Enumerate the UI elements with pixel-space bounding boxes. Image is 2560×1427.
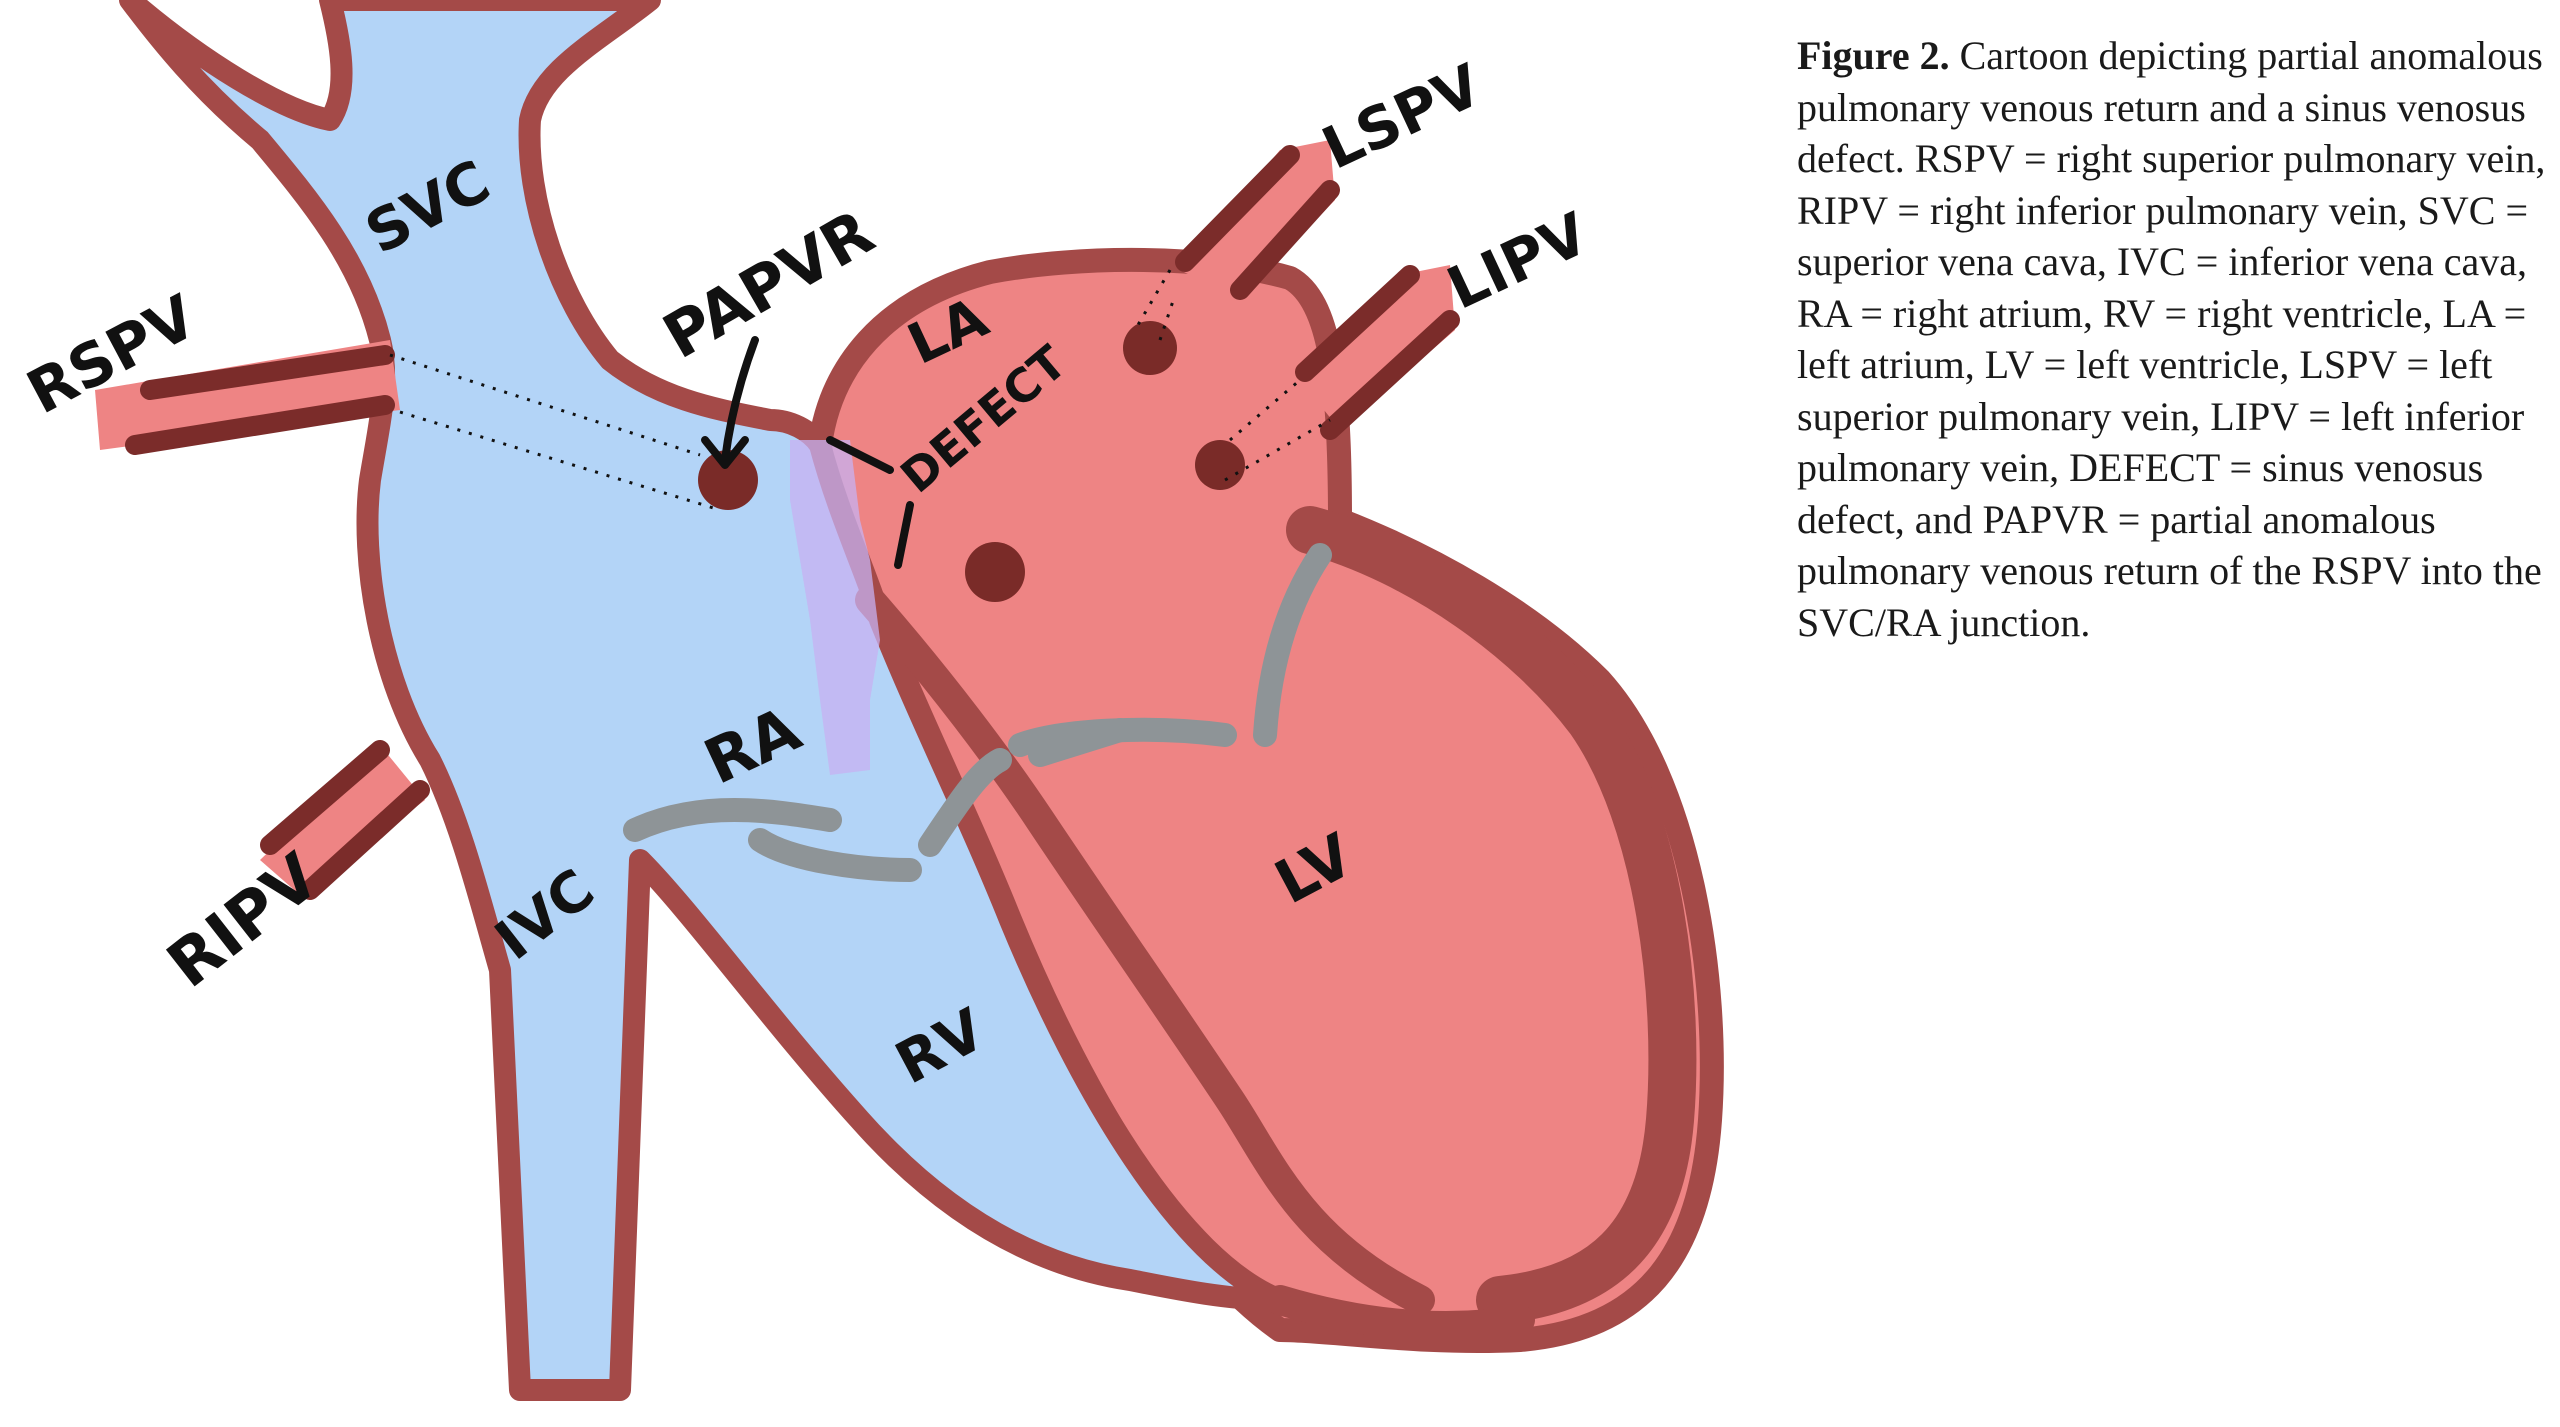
- caption-text: Cartoon depicting partial anomalous pulm…: [1797, 33, 2546, 645]
- la-ostium: [965, 542, 1025, 602]
- lv-wall: [1286, 506, 1697, 1324]
- caption-lead: Figure 2.: [1797, 33, 1950, 78]
- dotted-lines: [389, 269, 1331, 512]
- lipv-ostium: [1195, 440, 1245, 490]
- papvr-arrow: [701, 336, 759, 469]
- lspv-vein: [1175, 140, 1340, 300]
- papvr-ostium: [698, 450, 758, 510]
- label-lspv: LSPV: [1312, 51, 1491, 183]
- defect-marker: [826, 436, 914, 569]
- label-lipv: LIPV: [1437, 199, 1598, 322]
- heart-diagram: SVC RSPV PAPVR LA DEFECT LSPV LIPV RA RI…: [16, 0, 1724, 1401]
- defect-region: [790, 440, 880, 775]
- figure-caption: Figure 2. Cartoon depicting partial anom…: [1797, 30, 2557, 648]
- right-heart-body: [119, 0, 1291, 1401]
- septum: [855, 585, 1435, 1315]
- lipv-vein: [1295, 265, 1460, 440]
- valves: [623, 543, 1332, 882]
- ripv-vein: [260, 740, 430, 900]
- rspv-vein: [95, 340, 400, 455]
- lv-apex-wall: [1265, 1285, 1535, 1341]
- lspv-ostium: [1123, 321, 1177, 375]
